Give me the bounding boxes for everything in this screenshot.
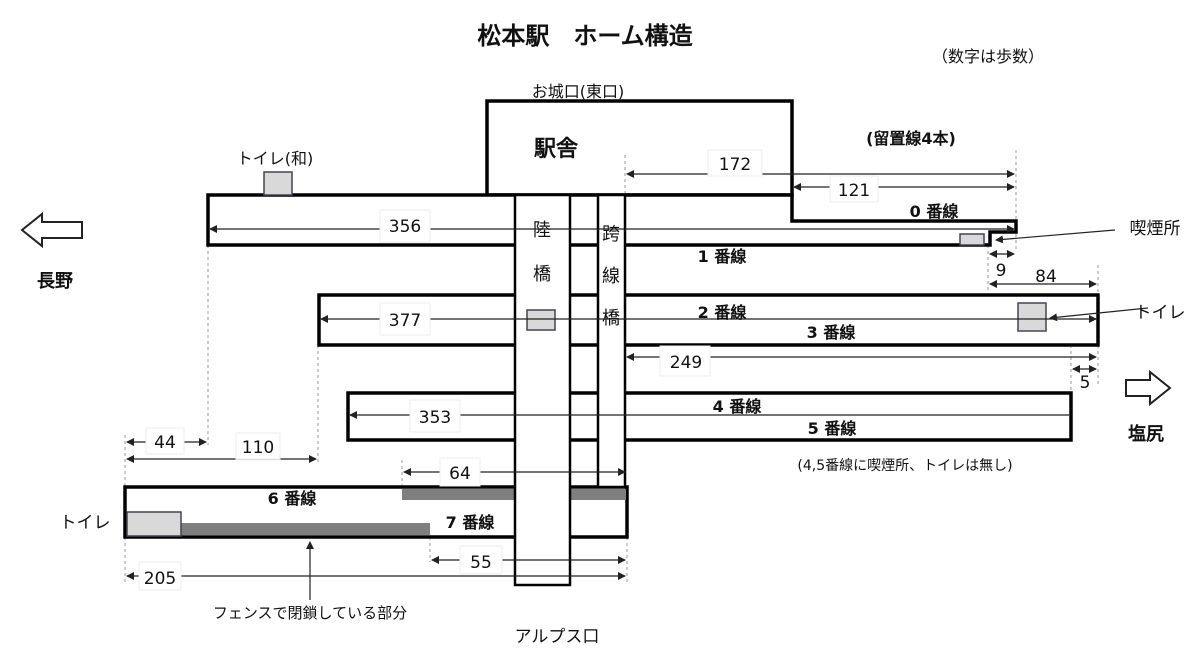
dimension-lines (126, 170, 1149, 600)
steps-377: 377 (389, 311, 421, 331)
rikkyo-overpass (513, 193, 572, 587)
west-exit-label: アルプス口 (515, 627, 600, 647)
steps-5: 5 (1080, 373, 1091, 393)
direction-shiojiri: 塩尻 (1128, 423, 1164, 445)
arrow-right-icon (1125, 369, 1172, 407)
steps-121: 121 (838, 181, 870, 201)
toilet-left-icon (126, 511, 182, 537)
steps-249: 249 (670, 353, 702, 373)
kosenkyo-overpass (596, 193, 627, 489)
fence-note: フェンスで閉鎖している部分 (213, 604, 407, 622)
platform45-note: (4,5番線に喫煙所、トイレは無し) (797, 458, 1012, 474)
toilet-japanese-label: トイレ(和) (237, 149, 314, 168)
toilet-bridge-icon (526, 309, 556, 331)
units-note: （数字は歩数） (932, 47, 1044, 66)
track-1-label: 1 番線 (698, 247, 747, 266)
east-exit-label: お城口(東口) (532, 82, 625, 101)
smoking-area-label: 喫煙所 (1130, 219, 1181, 239)
kosenkyo-label: 線 (602, 266, 620, 287)
smoking-area-icon (959, 233, 985, 246)
station-building-label: 駅舎 (534, 137, 579, 162)
steps-172: 172 (719, 155, 751, 175)
platform-4-5 (346, 391, 1073, 442)
sidings-label: (留置線4本) (866, 129, 956, 148)
direction-nagano: 長野 (37, 271, 73, 292)
steps-356: 356 (389, 217, 421, 237)
arrow-left-icon (20, 211, 83, 249)
track-7-label: 7 番線 (446, 513, 495, 532)
page-title: 松本駅 ホーム構造 (477, 22, 692, 50)
track-0-label: 0 番線 (910, 202, 959, 221)
station-building (485, 99, 794, 197)
steps-44: 44 (154, 433, 176, 453)
toilet-right-label: トイレ (1135, 303, 1186, 323)
track-4-label: 4 番線 (713, 397, 762, 416)
toilet-japanese-icon (263, 171, 293, 196)
toilet-right-icon (1017, 302, 1047, 332)
kosenkyo-label: 跨 (602, 224, 620, 245)
toilet-left-label: トイレ (60, 513, 111, 533)
steps-205: 205 (144, 569, 176, 589)
dimension-guides (124, 150, 1099, 585)
steps-110: 110 (242, 438, 274, 458)
track-2-label: 2 番線 (698, 303, 747, 322)
steps-353: 353 (419, 408, 451, 428)
rikkyo-label: 橋 (533, 264, 551, 285)
track-5-label: 5 番線 (808, 419, 857, 438)
track-3-label: 3 番線 (807, 323, 856, 342)
rikkyo-label: 陸 (533, 220, 551, 241)
track-6-label: 6 番線 (268, 489, 317, 508)
steps-84: 84 (1035, 267, 1057, 287)
steps-9: 9 (996, 261, 1007, 281)
steps-55: 55 (470, 553, 492, 573)
steps-64: 64 (449, 464, 471, 484)
fence-section-7 (180, 523, 430, 535)
